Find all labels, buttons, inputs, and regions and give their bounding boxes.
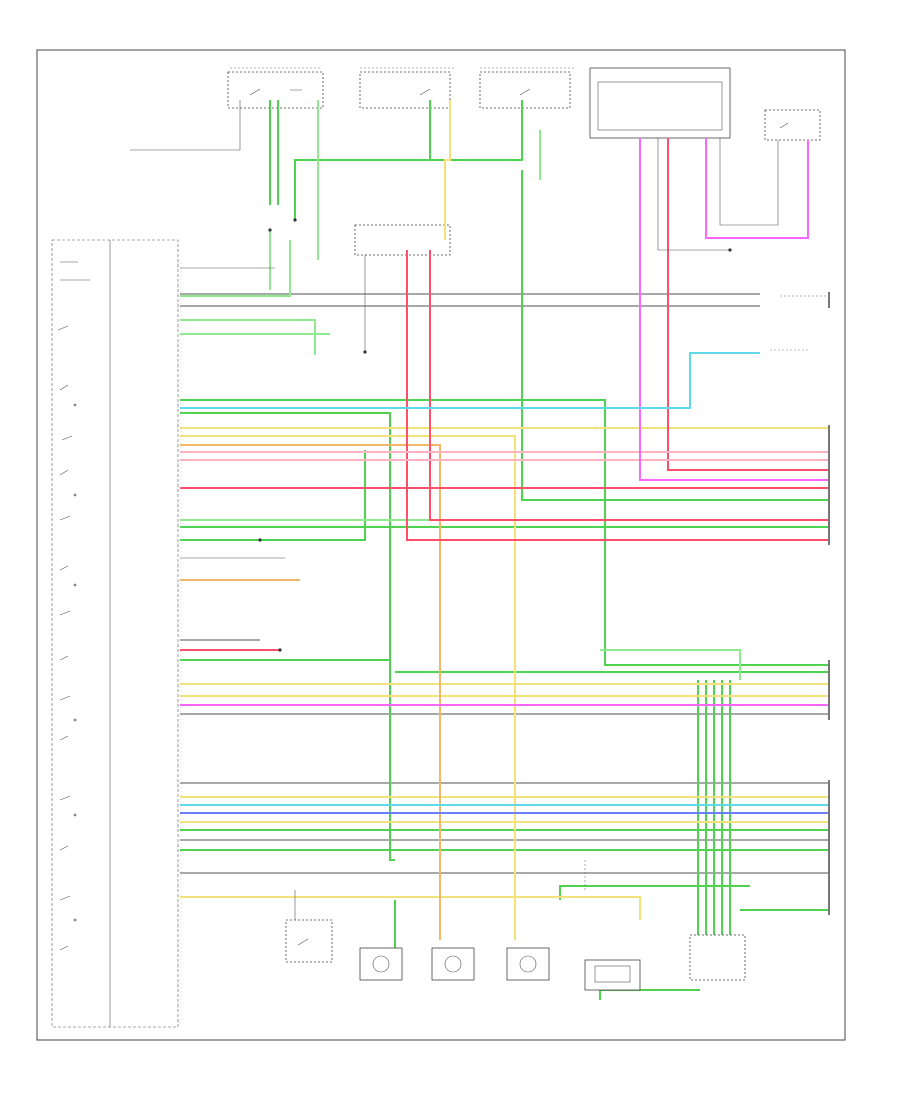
pink-wires: [180, 451, 830, 461]
splice-dots: [258, 218, 732, 652]
bottom-switch-1: [285, 919, 333, 963]
top-switch-3: [479, 71, 571, 109]
yellow-wires: [180, 100, 830, 940]
grey-wires: [180, 293, 830, 874]
bottom-motor-2: [431, 947, 475, 981]
bottom-connector-group: [689, 934, 746, 981]
red-wires: [180, 138, 830, 651]
module-pins: [177, 261, 182, 1023]
bottom-motor-1: [359, 947, 403, 981]
bottom-sensor-1: [584, 959, 641, 991]
top-right-module: [589, 67, 731, 139]
bottom-motor-3: [506, 947, 550, 981]
diagram-frame: [36, 49, 846, 1041]
magenta-wires: [180, 138, 830, 706]
control-module: [51, 239, 179, 1028]
dashed-wires: [230, 67, 830, 890]
thin-wires: [130, 100, 779, 920]
cyan-wires: [180, 352, 830, 806]
top-switch-2: [359, 71, 451, 109]
orange-wires: [180, 444, 441, 940]
relay-block: [354, 224, 451, 256]
top-switch-1: [227, 71, 324, 109]
top-right-small-switch: [764, 109, 821, 141]
right-terminators: [828, 292, 830, 915]
module-internal-switches: [57, 261, 90, 951]
green-wires: [180, 100, 830, 1000]
